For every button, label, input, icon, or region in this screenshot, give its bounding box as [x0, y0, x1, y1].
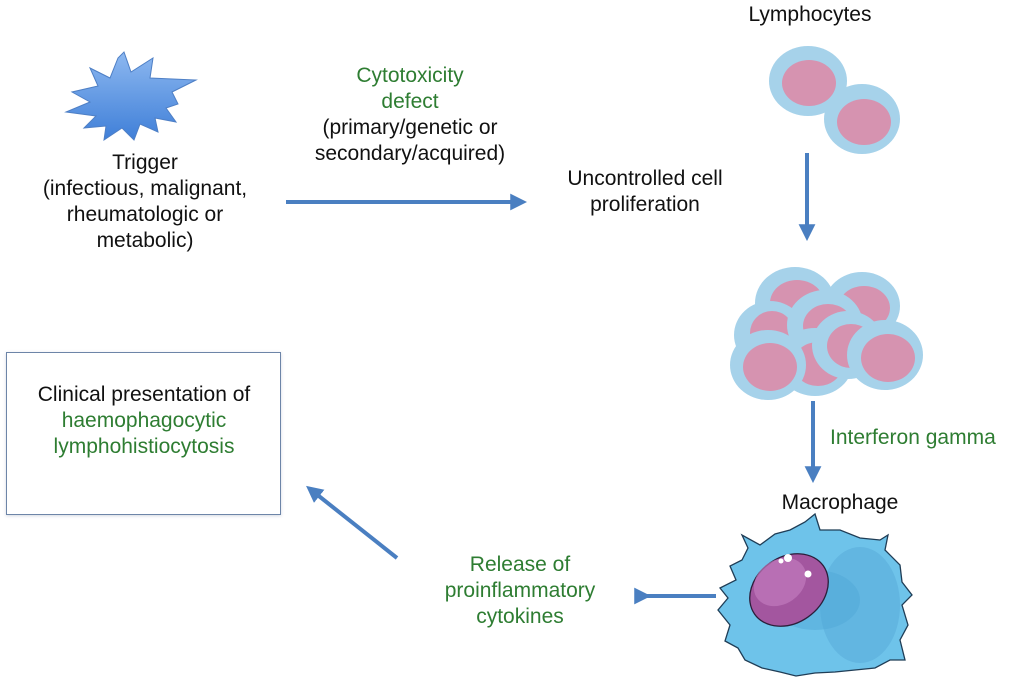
proliferation-label: Uncontrolled cell proliferation — [540, 166, 750, 218]
cytokines-label: Release of proinflammatory cytokines — [400, 552, 640, 630]
macrophage-label: Macrophage — [781, 491, 899, 514]
clinical-diagnosis-line: lymphohistiocytosis — [53, 435, 235, 458]
cytotoxicity-label: Cytotoxicity defect (primary/genetic or … — [285, 63, 535, 167]
clinical-presentation-box — [6, 352, 281, 515]
trigger-detail-line: rheumatologic or — [66, 203, 224, 226]
macrophage-icon — [717, 512, 913, 677]
trigger-title: Trigger — [112, 151, 178, 174]
arrow-cytokines-to-clinical — [306, 485, 399, 560]
starburst-icon — [64, 51, 198, 142]
interferon-gamma-label: Interferon gamma — [830, 426, 996, 449]
cytokines-line: proinflammatory — [444, 579, 596, 602]
clinical-title: Clinical presentation of — [37, 383, 251, 406]
cytotoxicity-detail-line: (primary/genetic or — [322, 116, 498, 139]
proliferation-line: proliferation — [590, 193, 700, 216]
cytotoxicity-title: Cytotoxicity — [356, 64, 464, 87]
cytotoxicity-detail-line: secondary/acquired) — [314, 142, 506, 165]
clinical-presentation-label: Clinical presentation of haemophagocytic… — [6, 382, 282, 460]
proliferation-line: Uncontrolled cell — [567, 167, 723, 190]
trigger-detail-line: metabolic) — [96, 229, 194, 252]
lymphocyte-cluster-icon — [730, 267, 923, 400]
cytotoxicity-title: defect — [381, 90, 439, 113]
lymphocyte-pair-icon — [769, 46, 900, 154]
trigger-label: Trigger (infectious, malignant, rheumato… — [0, 150, 290, 254]
cytokines-line: cytokines — [476, 605, 564, 628]
cytokines-line: Release of — [469, 553, 571, 576]
trigger-detail-line: (infectious, malignant, — [42, 177, 248, 200]
clinical-diagnosis-line: haemophagocytic — [61, 409, 227, 432]
lymphocytes-label: Lymphocytes — [748, 3, 872, 26]
